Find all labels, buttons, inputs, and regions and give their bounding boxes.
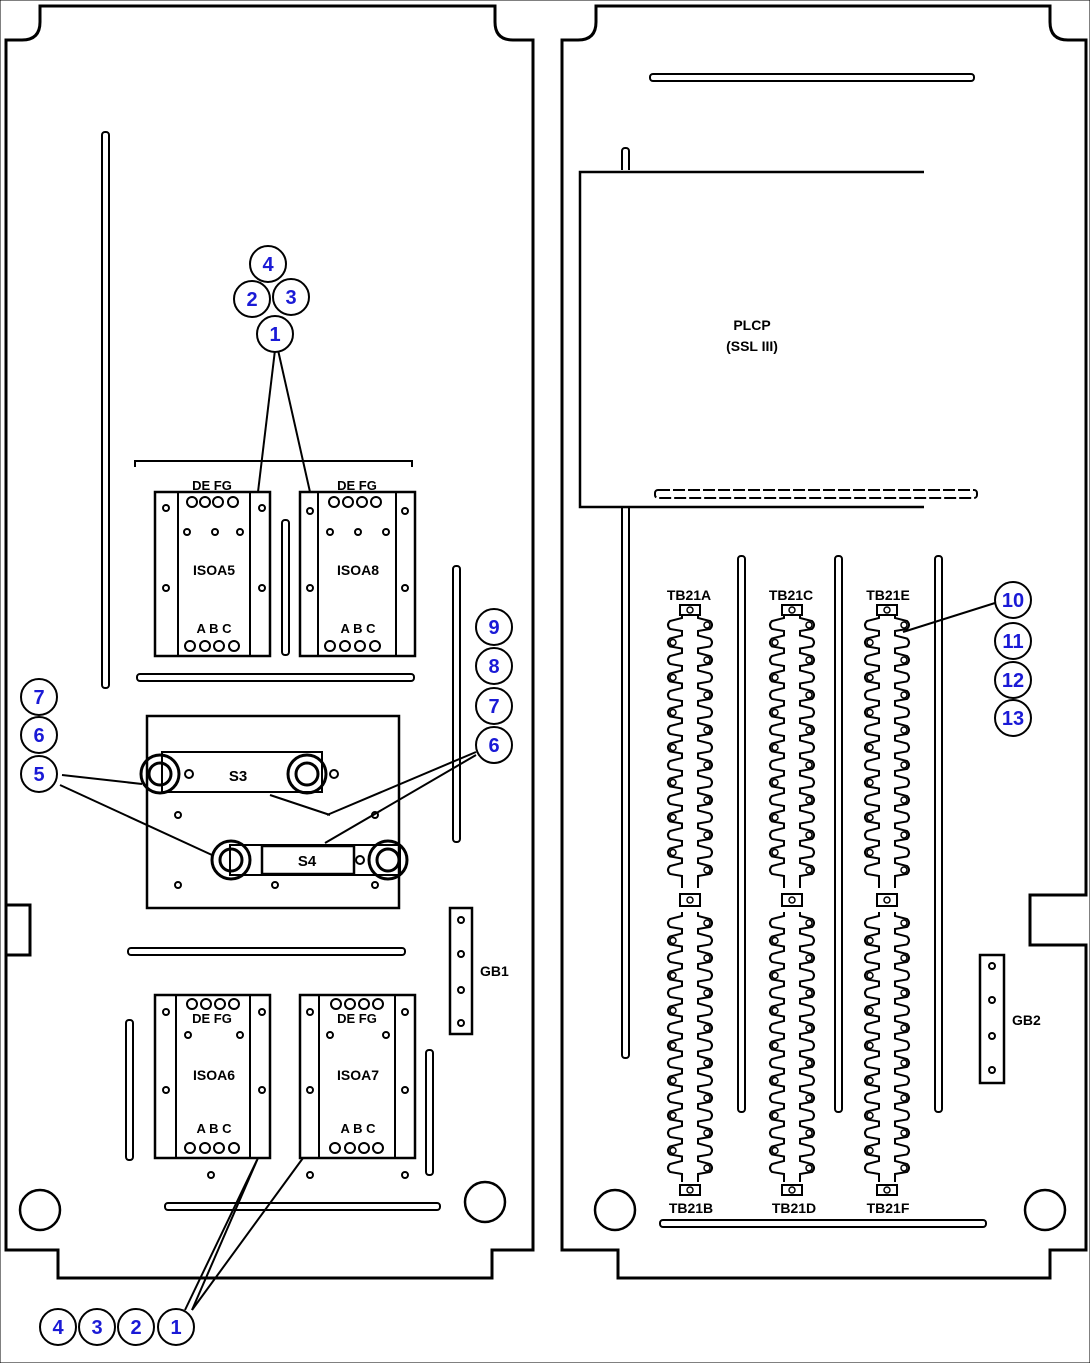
svg-text:7: 7 bbox=[488, 696, 499, 718]
terminal-labels: TB21A TB21C TB21E TB21B TB21D TB21F bbox=[667, 587, 910, 1216]
svg-text:1: 1 bbox=[170, 1317, 181, 1339]
iso-module-top-right: DE FG ISOA8 A B C bbox=[298, 478, 417, 658]
callout-bubble: 4 bbox=[39, 1308, 77, 1346]
left-panel bbox=[4, 4, 535, 1280]
svg-text:3: 3 bbox=[285, 287, 296, 309]
ground-bar-gb2: GB2 bbox=[978, 953, 1041, 1085]
svg-text:11: 11 bbox=[1002, 631, 1023, 653]
plc-enclosure: PLCP (SSL III) bbox=[578, 170, 978, 509]
iso-module-bottom-left: DE FG ISOA6 A B C bbox=[153, 993, 272, 1179]
callout-bubble: 11 bbox=[994, 622, 1032, 660]
callout-bubble: 8 bbox=[475, 647, 513, 685]
iso-bottom-letters: A B C bbox=[197, 1121, 233, 1136]
iso-module-top-left: DE FG ISOA5 A B C bbox=[153, 478, 272, 658]
callout-bubble: 6 bbox=[475, 726, 513, 764]
leader-lines bbox=[59, 349, 996, 1311]
callout-bubble: 3 bbox=[78, 1308, 116, 1346]
callout-bubble: 2 bbox=[117, 1308, 155, 1346]
svg-text:12: 12 bbox=[1002, 670, 1024, 692]
callout-bottom-row: 4 3 2 1 bbox=[39, 1308, 195, 1346]
terminal-label: TB21F bbox=[867, 1200, 910, 1216]
callout-bubble: 3 bbox=[272, 278, 310, 316]
iso-bottom-letters: A B C bbox=[197, 621, 233, 636]
callout-bubble: 9 bbox=[475, 608, 513, 646]
svg-text:5: 5 bbox=[33, 764, 44, 786]
terminal-label: TB21A bbox=[667, 587, 711, 603]
gb1-label: GB1 bbox=[480, 963, 509, 979]
iso-title: ISOA8 bbox=[337, 562, 379, 578]
callout-bubble: 5 bbox=[20, 755, 58, 793]
iso-top-letters: DE FG bbox=[337, 1011, 377, 1026]
callout-bubble: 1 bbox=[256, 315, 294, 353]
callout-bubble: 6 bbox=[20, 716, 58, 754]
callout-left-stack: 7 6 5 bbox=[20, 678, 58, 793]
terminal-strip bbox=[667, 604, 713, 1196]
gb2-label: GB2 bbox=[1012, 1012, 1041, 1028]
callout-bubble: 7 bbox=[475, 687, 513, 725]
iso-top-letters: DE FG bbox=[337, 478, 377, 493]
svg-text:7: 7 bbox=[33, 687, 44, 709]
callout-bubble: 13 bbox=[994, 699, 1032, 737]
iso-bottom-letters: A B C bbox=[341, 1121, 377, 1136]
callout-bubble: 1 bbox=[157, 1308, 195, 1346]
callout-right-stack: 9 8 7 6 bbox=[475, 608, 513, 764]
switch-s4-label: S4 bbox=[298, 853, 317, 870]
iso-top-letters: DE FG bbox=[192, 1011, 232, 1026]
callout-bubble: 12 bbox=[994, 661, 1032, 699]
callout-bubble: 7 bbox=[20, 678, 58, 716]
svg-text:1: 1 bbox=[269, 324, 280, 346]
terminal-strip bbox=[769, 604, 815, 1196]
svg-text:9: 9 bbox=[488, 617, 499, 639]
svg-text:4: 4 bbox=[262, 254, 274, 276]
svg-text:6: 6 bbox=[488, 735, 499, 757]
terminal-label: TB21C bbox=[769, 587, 813, 603]
plc-title: PLCP bbox=[733, 317, 770, 333]
svg-text:10: 10 bbox=[1002, 590, 1024, 612]
callout-top-cluster: 4 2 3 1 bbox=[233, 245, 310, 353]
terminal-label: TB21D bbox=[772, 1200, 816, 1216]
iso-top-letters: DE FG bbox=[192, 478, 232, 493]
callout-bubble: 4 bbox=[249, 245, 287, 283]
terminal-strips bbox=[667, 604, 910, 1196]
svg-text:6: 6 bbox=[33, 725, 44, 747]
svg-text:3: 3 bbox=[91, 1317, 102, 1339]
switch-s3-label: S3 bbox=[229, 768, 247, 785]
iso-module-bottom-right: DE FG ISOA7 A B C bbox=[298, 993, 417, 1179]
callout-bubble: 10 bbox=[994, 581, 1032, 619]
iso-title: ISOA5 bbox=[193, 562, 235, 578]
right-panel bbox=[560, 4, 1088, 1280]
iso-title: ISOA6 bbox=[193, 1067, 235, 1083]
terminal-label: TB21B bbox=[669, 1200, 713, 1216]
plc-subtitle: (SSL III) bbox=[726, 338, 778, 354]
svg-text:4: 4 bbox=[52, 1317, 64, 1339]
callout-bubble: 2 bbox=[233, 280, 271, 318]
iso-bottom-letters: A B C bbox=[341, 621, 377, 636]
svg-text:13: 13 bbox=[1002, 708, 1024, 730]
ground-bar-gb1: GB1 bbox=[448, 906, 509, 1036]
iso-title: ISOA7 bbox=[337, 1067, 379, 1083]
svg-text:2: 2 bbox=[246, 289, 257, 311]
switch-assembly: S3 S4 bbox=[139, 714, 409, 910]
terminal-strip bbox=[864, 604, 910, 1196]
svg-text:2: 2 bbox=[130, 1317, 141, 1339]
callout-terminal-stack: 10 11 12 13 bbox=[994, 581, 1032, 737]
terminal-label: TB21E bbox=[866, 587, 910, 603]
svg-text:8: 8 bbox=[488, 656, 499, 678]
